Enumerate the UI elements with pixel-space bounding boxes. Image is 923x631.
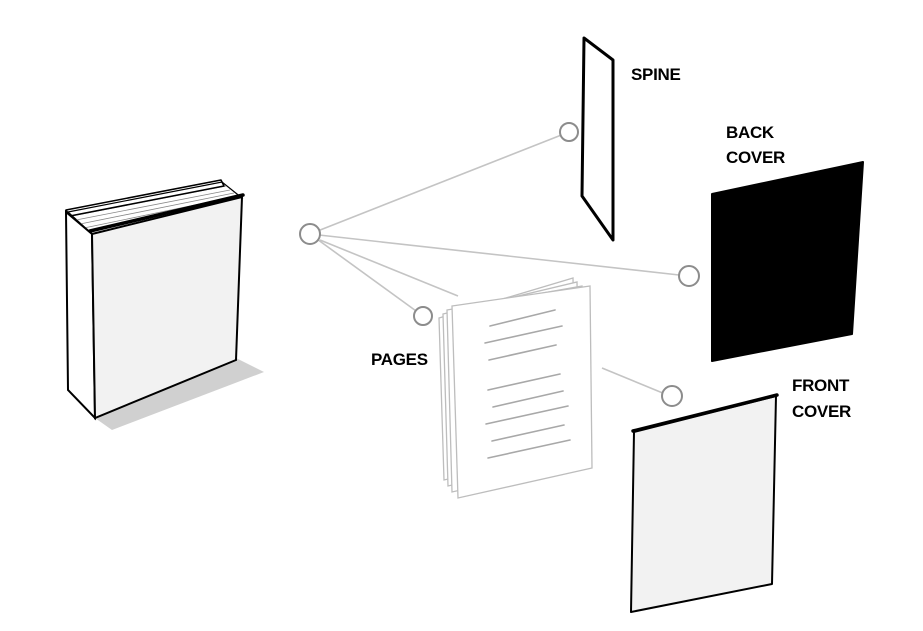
back-cover-node (678, 265, 700, 287)
book-front-face (90, 195, 244, 420)
pages-part (438, 277, 593, 499)
book-shadow (95, 358, 264, 430)
front-cover-label-line2: COVER (792, 402, 851, 421)
spine-label: SPINE (631, 65, 681, 84)
back-cover-part (711, 161, 864, 362)
front-cover-label-line1: FRONT (792, 376, 850, 395)
book-spine-face (64, 209, 97, 421)
pages-node (413, 306, 433, 326)
connector-lines (309, 131, 689, 397)
assembled-book-illustration (64, 179, 264, 430)
hub-node (299, 223, 321, 245)
front-cover-part (630, 393, 779, 613)
spine-part (580, 36, 615, 242)
front-cover-node (661, 385, 683, 407)
back-cover-label-line1: BACK (726, 123, 775, 142)
pages-label: PAGES (371, 350, 428, 369)
back-cover-label-line2: COVER (726, 148, 785, 167)
spine-node (559, 122, 579, 142)
